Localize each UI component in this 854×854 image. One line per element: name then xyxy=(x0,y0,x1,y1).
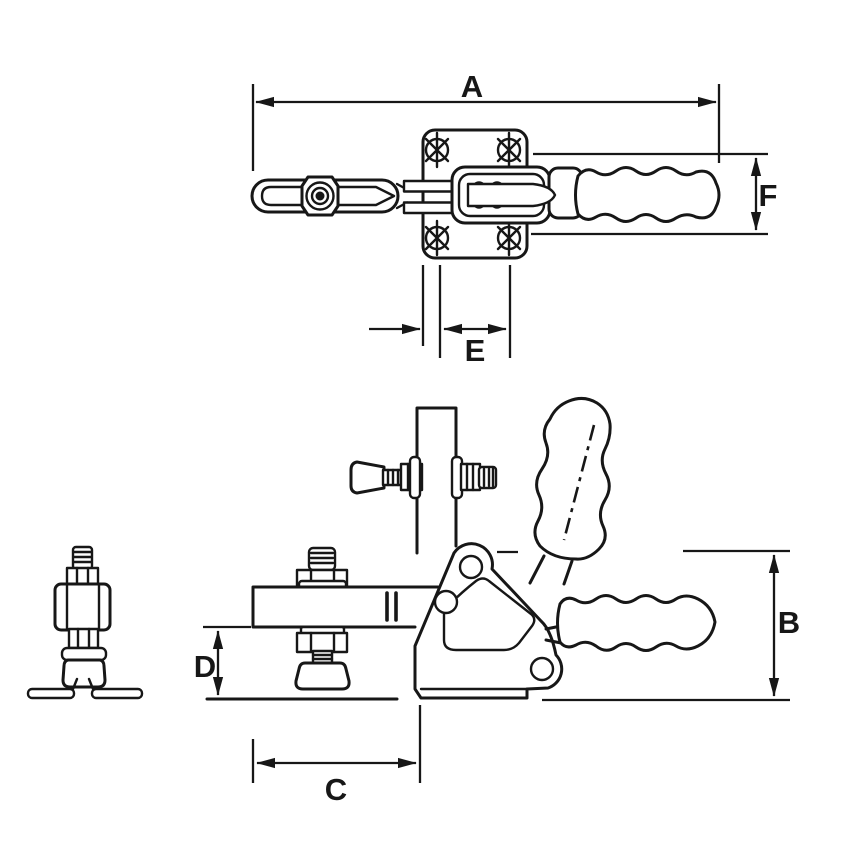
dimension-d-label: D xyxy=(194,649,216,684)
end-base-flanges xyxy=(26,677,144,700)
end-nut-top xyxy=(65,566,100,586)
dimension-c: C xyxy=(251,705,422,807)
spindle-center xyxy=(315,191,325,201)
open-handle-grip xyxy=(533,396,612,561)
open-position-handle xyxy=(528,396,612,586)
dimension-f-label: F xyxy=(759,178,778,213)
mounting-hole xyxy=(424,131,450,169)
spindle-nut-right xyxy=(459,462,482,492)
top-pivot-hole xyxy=(458,554,484,580)
u-bar-arm xyxy=(250,175,460,217)
spindle-shaft-threads xyxy=(386,468,400,487)
link-pin-hole xyxy=(433,589,459,615)
fork-plate-lower xyxy=(402,201,460,215)
end-nut-bottom xyxy=(67,627,100,650)
open-spindle-assembly xyxy=(349,455,498,500)
clamping-bar xyxy=(251,585,440,629)
end-bar-body xyxy=(53,582,112,632)
mounting-hole xyxy=(496,219,522,257)
closed-handle xyxy=(544,594,717,652)
dimension-a-label: A xyxy=(461,69,483,104)
mounting-hole xyxy=(424,219,450,257)
end-bar-faces xyxy=(65,583,101,631)
fork-plate-upper xyxy=(402,179,460,193)
handle-grip-side-view xyxy=(556,594,717,652)
base-flange-left xyxy=(26,687,76,700)
spindle-knob xyxy=(349,460,386,495)
dimension-b-label: B xyxy=(778,605,800,640)
dim-e-extension-lines xyxy=(421,265,512,358)
dimension-a: A xyxy=(251,69,721,171)
top-view: A xyxy=(250,69,778,368)
side-view: B D C xyxy=(194,396,800,807)
dimension-d: D xyxy=(194,625,251,696)
rubber-foot xyxy=(294,661,351,691)
flange-bends xyxy=(71,677,95,691)
base-flange-right xyxy=(90,687,144,700)
end-washer xyxy=(60,646,108,662)
end-view xyxy=(26,545,144,700)
spindle-washer-left xyxy=(408,455,422,500)
mounting-hole xyxy=(496,131,522,169)
pivot-mechanism xyxy=(450,165,584,225)
end-rubber-foot xyxy=(61,658,107,689)
open-handle-centerline xyxy=(562,424,596,541)
handle-grip-top-view xyxy=(574,166,721,223)
clamping-bar-assembly xyxy=(251,546,440,691)
clamp-body xyxy=(413,542,564,700)
bar-break-ticks xyxy=(385,591,398,622)
dimension-f: F xyxy=(531,152,778,236)
dim-b-extension-top xyxy=(497,549,790,554)
arm-tip xyxy=(466,182,557,208)
bottom-pivot-hole xyxy=(529,656,555,682)
bar-spindle-nut-bottom xyxy=(295,631,349,654)
dimension-e-label: E xyxy=(465,333,486,368)
mounting-holes xyxy=(424,131,522,257)
open-handle-shaft xyxy=(528,554,574,586)
dimension-e: E xyxy=(369,265,512,368)
dimension-b: B xyxy=(497,549,800,702)
dimension-c-label: C xyxy=(325,772,347,807)
